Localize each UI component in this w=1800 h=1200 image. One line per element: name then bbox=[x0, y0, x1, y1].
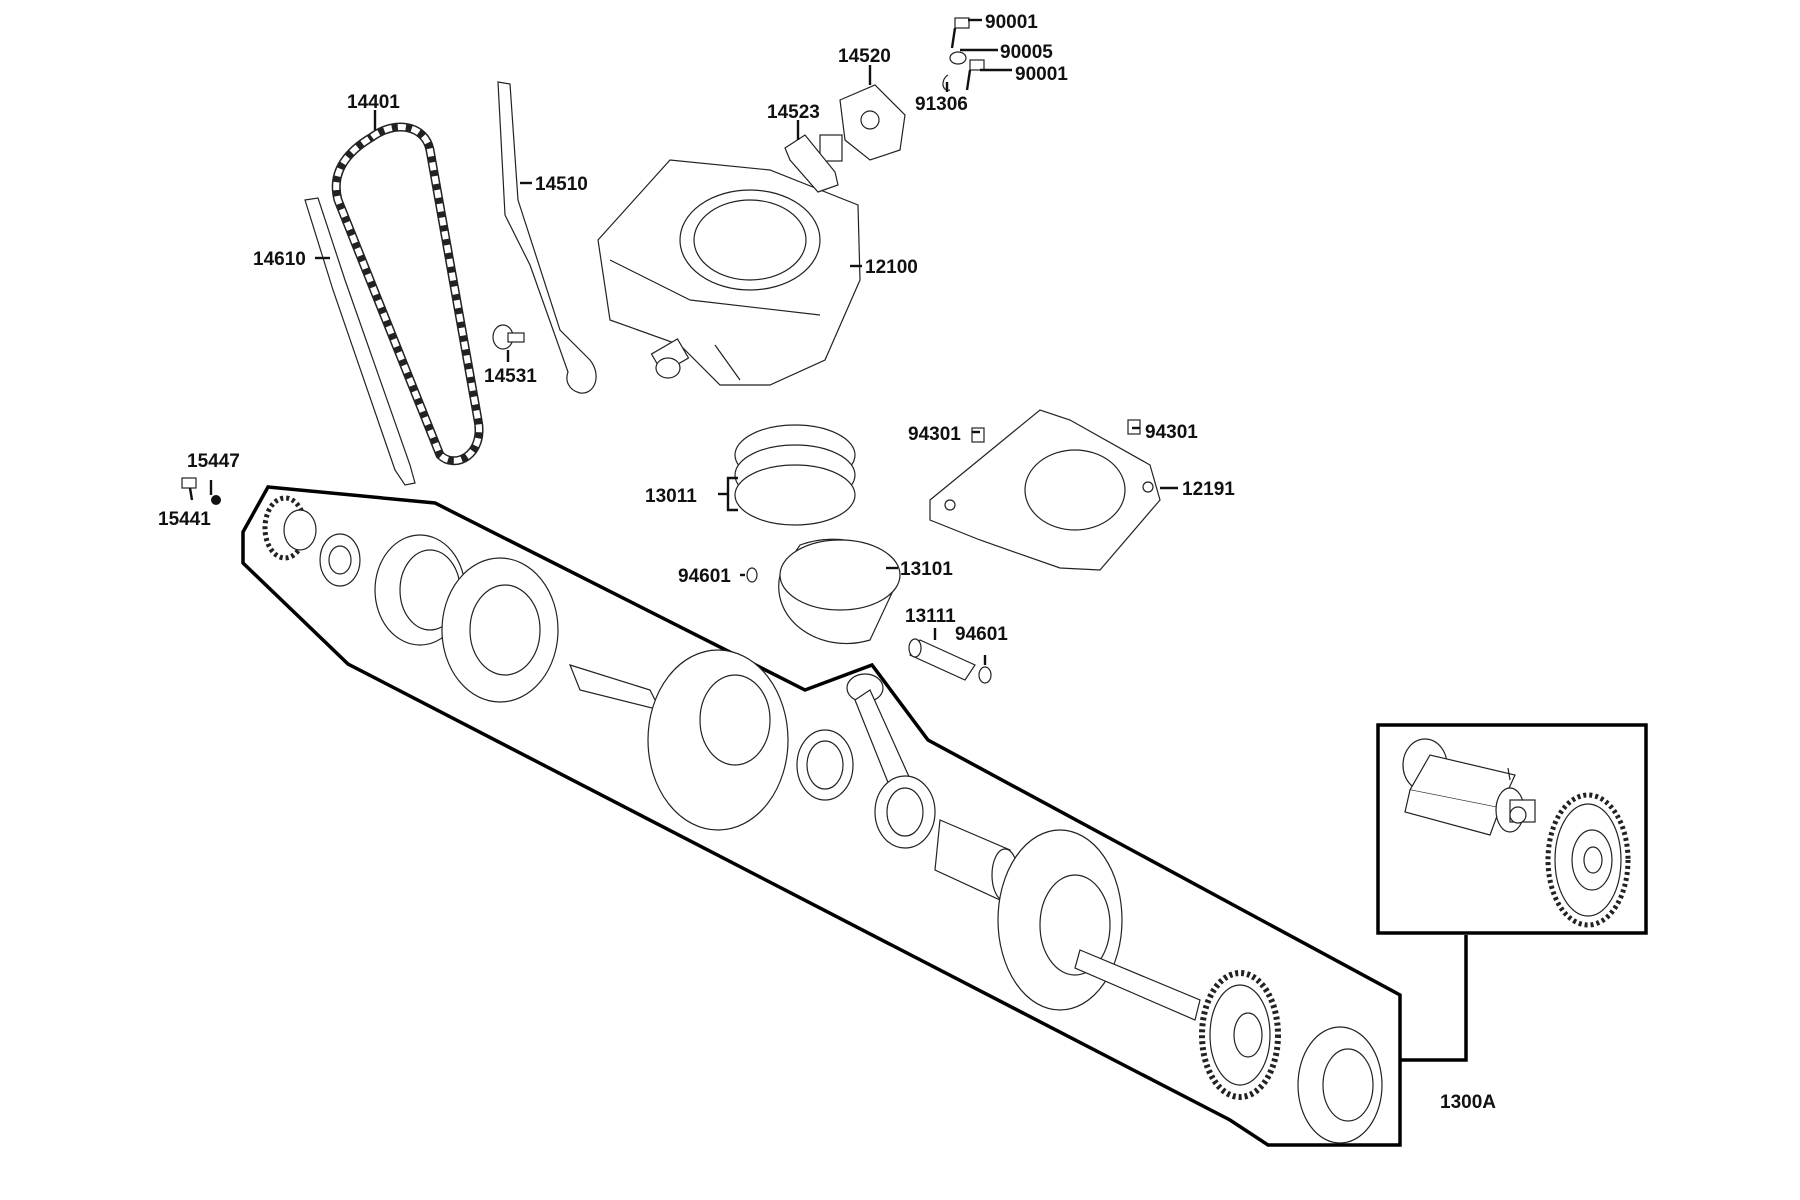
inset-box-1300a bbox=[1376, 723, 1648, 935]
label-14510: 14510 bbox=[535, 174, 588, 195]
clip-94601-a bbox=[746, 567, 758, 583]
callout-1300a-line bbox=[1400, 935, 1468, 1062]
label-12100: 12100 bbox=[865, 257, 918, 278]
label-94301-left: 94301 bbox=[908, 424, 961, 445]
label-13101: 13101 bbox=[900, 559, 953, 580]
piston-rings-13011 bbox=[734, 424, 856, 526]
piston-13101 bbox=[778, 538, 901, 645]
clip-94601-b bbox=[978, 666, 992, 684]
right-bearing bbox=[1297, 1026, 1383, 1144]
label-91306: 91306 bbox=[915, 94, 968, 115]
label-90005: 90005 bbox=[1000, 42, 1053, 63]
label-14610: 14610 bbox=[253, 249, 306, 270]
connecting-rod bbox=[846, 673, 936, 849]
label-14520: 14520 bbox=[838, 46, 891, 67]
small-bolts-90001 bbox=[942, 17, 985, 91]
label-94601-right: 94601 bbox=[955, 624, 1008, 645]
crankshaft-left-half bbox=[568, 649, 789, 831]
label-15447: 15447 bbox=[187, 451, 240, 472]
inset-shaft-part bbox=[1402, 738, 1536, 836]
label-1300a: 1300A bbox=[1440, 1092, 1496, 1113]
drive-gear bbox=[1199, 970, 1281, 1100]
label-13111: 13111 bbox=[905, 606, 956, 627]
label-12191: 12191 bbox=[1182, 479, 1235, 500]
chain-tensioner-guide-14510 bbox=[497, 81, 597, 394]
crankshaft-right-half bbox=[997, 829, 1201, 1021]
sprocket-and-bearings bbox=[262, 495, 559, 703]
cam-chain-14401 bbox=[331, 122, 484, 466]
bearing-sleeve bbox=[796, 729, 854, 801]
leader-lines bbox=[209, 18, 1178, 665]
tensioner-14520 bbox=[819, 84, 906, 162]
screw-15441-15447 bbox=[181, 477, 221, 505]
label-14523: 14523 bbox=[767, 102, 820, 123]
bolt-14531 bbox=[492, 324, 525, 350]
label-90001-bottom: 90001 bbox=[1015, 64, 1068, 85]
label-13011: 13011 bbox=[645, 486, 697, 507]
label-14401: 14401 bbox=[347, 92, 400, 113]
piston-pin-13111 bbox=[908, 638, 976, 681]
label-94301-right: 94301 bbox=[1145, 422, 1198, 443]
gasket-14523 bbox=[784, 134, 839, 193]
crankshaft-assembly-frame bbox=[241, 485, 1402, 1147]
label-14531: 14531 bbox=[484, 366, 537, 387]
label-94601-left: 94601 bbox=[678, 566, 731, 587]
inset-gear-part bbox=[1545, 792, 1631, 928]
label-90001-top: 90001 bbox=[985, 12, 1038, 33]
cylinder-12100 bbox=[597, 159, 861, 386]
label-15441: 15441 bbox=[158, 509, 211, 530]
chain-guide-14610 bbox=[304, 197, 416, 486]
head-gasket-12191 bbox=[929, 409, 1161, 571]
